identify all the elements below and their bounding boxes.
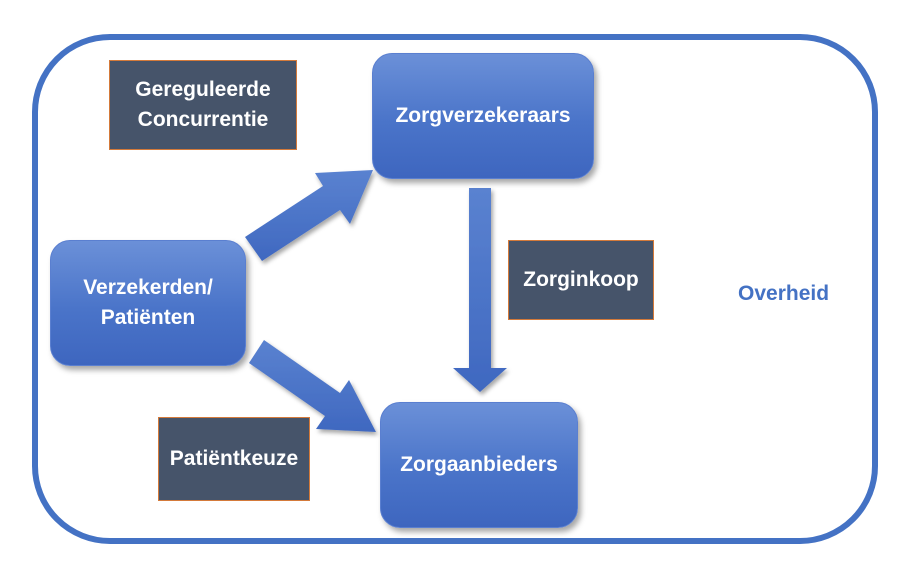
- label-zorginkoop: Zorginkoop: [508, 240, 654, 320]
- node-zorgaanbieders: Zorgaanbieders: [380, 402, 578, 528]
- arrow-verzekerden-to-zorgverzekeraars: [245, 170, 373, 261]
- node-verzekerden-patienten: Verzekerden/ Patiënten: [50, 240, 246, 366]
- overheid-frame: [32, 34, 878, 544]
- node-zorgaanbieders-label: Zorgaanbieders: [400, 452, 558, 476]
- label-patientkeuze-text: Patiëntkeuze: [169, 446, 299, 470]
- label-overheid: Overheid: [738, 282, 830, 305]
- label-gereguleerde-line2: Concurrentie: [137, 108, 269, 131]
- node-verzekerden-label-line1: Verzekerden/: [83, 275, 213, 299]
- node-zorgverzekeraars-label: Zorgverzekeraars: [395, 103, 571, 127]
- arrow-zorgverzekeraars-to-zorgaanbieders: [453, 188, 507, 392]
- node-verzekerden-label-line2: Patiënten: [100, 306, 196, 329]
- label-zorginkoop-text: Zorginkoop: [523, 267, 639, 291]
- arrow-verzekerden-to-zorgaanbieders: [249, 340, 376, 432]
- node-zorgverzekeraars: Zorgverzekeraars: [372, 53, 594, 179]
- label-gereguleerde-line1: Gereguleerde: [135, 77, 271, 101]
- label-patientkeuze: Patiëntkeuze: [158, 417, 310, 501]
- label-gereguleerde-concurrentie: Gereguleerde Concurrentie: [109, 60, 297, 150]
